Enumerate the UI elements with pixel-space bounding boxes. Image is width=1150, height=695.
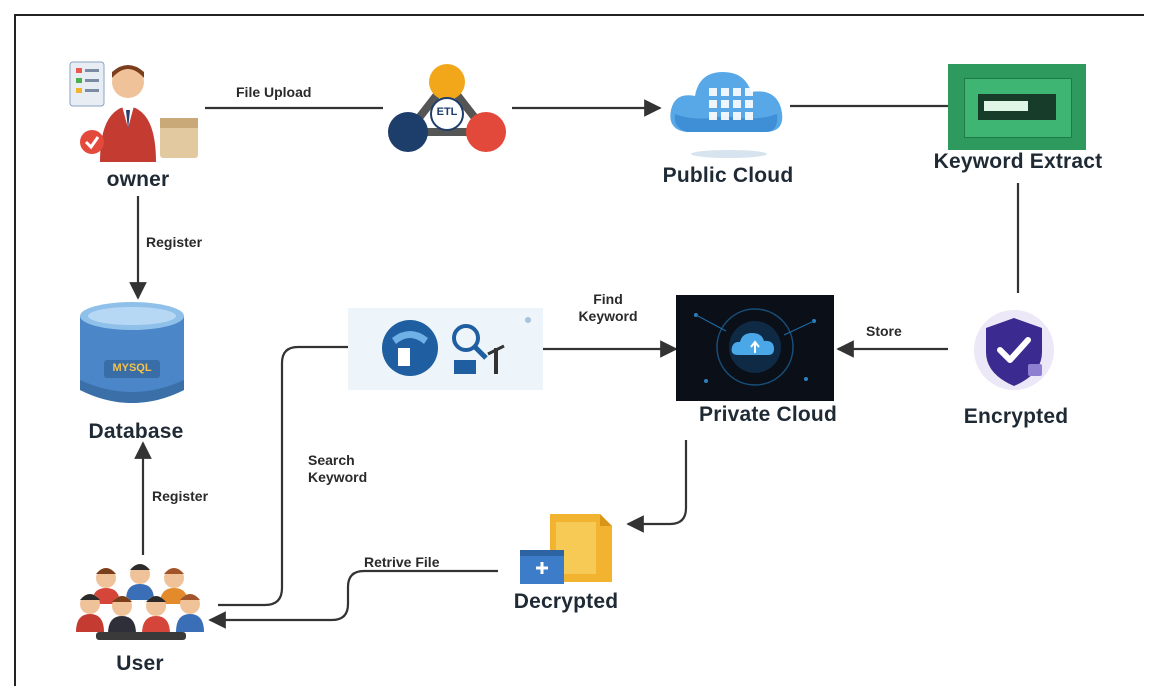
- edge-label-register-bottom: Register: [152, 488, 209, 504]
- edge-label-search-keyword-line1: Search: [308, 452, 355, 468]
- decrypted-icon: [516, 510, 616, 586]
- user-label: User: [116, 652, 164, 675]
- owner-icon: [68, 58, 203, 162]
- etl-icon-text: ETL: [436, 106, 458, 118]
- private-cloud-icon: [676, 295, 834, 401]
- owner-label: owner: [106, 168, 170, 191]
- database-label: Database: [88, 420, 184, 443]
- edge-retrieve-file: [208, 569, 498, 629]
- public-cloud-icon: [665, 56, 793, 164]
- edge-search-keyword: [218, 345, 348, 607]
- diagram-frame: [14, 14, 1144, 686]
- edge-label-search-keyword-line2: Keyword: [308, 469, 368, 485]
- decrypted-label: Decrypted: [513, 590, 619, 613]
- edge-label-find-keyword: Find Keyword: [578, 291, 637, 325]
- edge-label-register-top: Register: [146, 234, 203, 250]
- keyword-extract-label: Keyword Extract: [933, 150, 1103, 173]
- edge-label-file-upload: File Upload: [236, 84, 312, 100]
- public-cloud-label: Public Cloud: [662, 164, 794, 187]
- database-icon-text: MYSQL: [112, 362, 152, 374]
- edge-label-find-keyword-line2: Keyword: [578, 308, 638, 324]
- database-icon: MYSQL: [74, 300, 190, 408]
- keyword-search-icon: [348, 308, 543, 390]
- user-group-icon: [66, 558, 216, 644]
- encrypted-label: Encrypted: [963, 405, 1069, 428]
- edge-label-find-keyword-line1: Find: [593, 291, 623, 307]
- edge-private-to-decrypted: [626, 440, 688, 533]
- edge-label-retrieve-file: Retrive File: [364, 554, 440, 570]
- edge-label-store: Store: [866, 323, 902, 339]
- private-cloud-label: Private Cloud: [699, 403, 837, 426]
- edge-label-search-keyword: Search Keyword: [308, 452, 367, 486]
- encrypted-icon: [966, 308, 1062, 394]
- etl-icon: ETL: [384, 62, 510, 158]
- keyword-extract-icon: [948, 64, 1086, 150]
